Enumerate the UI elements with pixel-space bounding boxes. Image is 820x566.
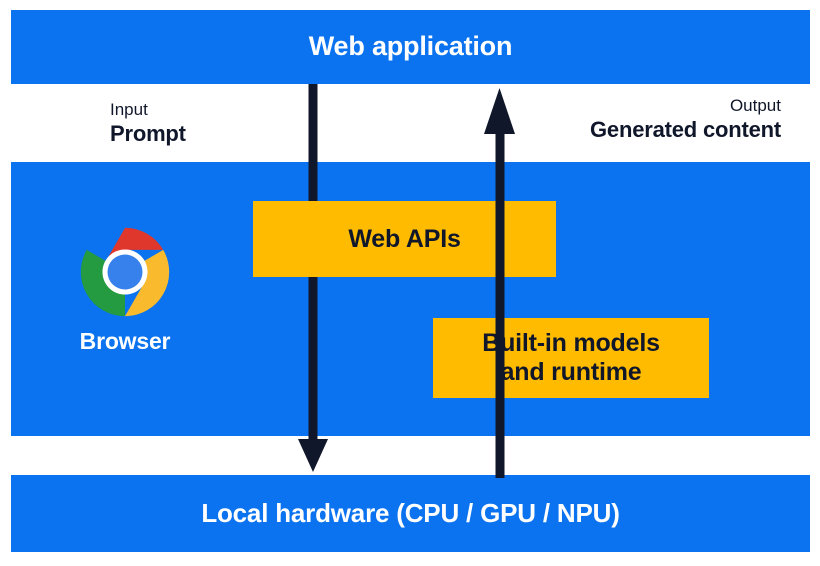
output-value-text: Generated content [590, 117, 781, 143]
box-built-in-models-line1: Built-in models [482, 329, 660, 357]
box-built-in-models-line2: and runtime [500, 358, 642, 386]
arrow-up-icon [484, 88, 515, 478]
browser-caption-label: Browser [79, 328, 171, 354]
box-web-apis-label: Web APIs [348, 224, 461, 253]
band-local-hardware: Local hardware (CPU / GPU / NPU) [11, 475, 810, 552]
input-flow-label: Input Prompt [110, 99, 186, 148]
band-local-hardware-label: Local hardware (CPU / GPU / NPU) [201, 498, 620, 528]
box-built-in-models-label: Built-in models and runtime [482, 329, 660, 387]
input-value-text: Prompt [110, 121, 186, 147]
output-kind-text: Output [729, 96, 781, 115]
band-web-application: Web application [11, 10, 810, 84]
output-flow-label: Output Generated content [590, 95, 781, 144]
chrome-logo-icon [80, 227, 170, 317]
arrow-down-icon [298, 84, 328, 472]
browser-group: Browser [60, 226, 190, 355]
box-web-apis[interactable]: Web APIs [253, 201, 556, 277]
band-web-application-label: Web application [308, 31, 513, 61]
box-built-in-models[interactable]: Built-in models and runtime [433, 318, 709, 398]
input-kind-text: Input [110, 100, 148, 119]
